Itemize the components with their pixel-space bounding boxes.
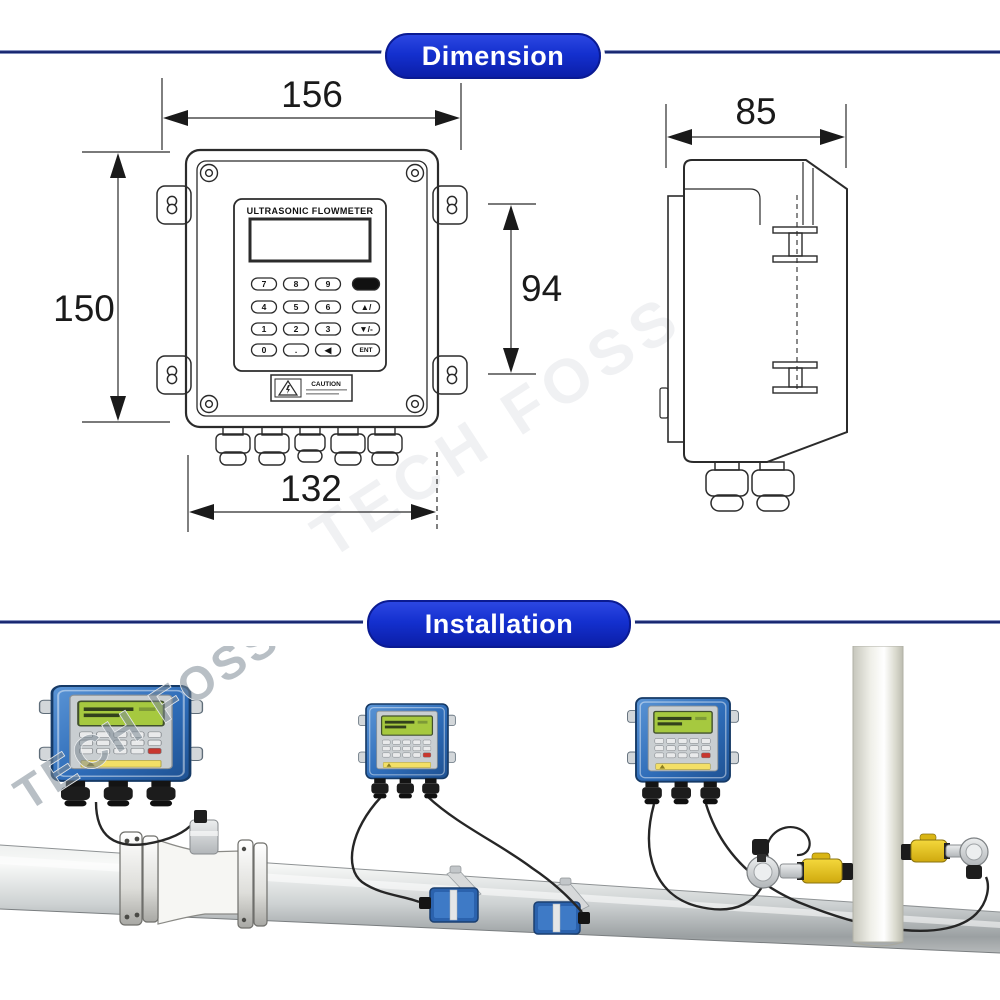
caution-text: CAUTION xyxy=(311,381,341,388)
svg-text:9: 9 xyxy=(326,279,331,289)
bottom-dim-label: 132 xyxy=(280,468,342,509)
corner-screws xyxy=(199,163,425,414)
flange xyxy=(119,831,143,926)
inline-flow-cell xyxy=(94,801,268,929)
clamp-on-transducer-2 xyxy=(533,877,590,935)
svg-text:2: 2 xyxy=(294,324,299,334)
key-dot: . xyxy=(282,343,310,357)
insertion-transducer-right xyxy=(901,833,989,879)
flange-bolts xyxy=(124,836,247,923)
front-cable-glands xyxy=(215,426,403,466)
key-1: 1 xyxy=(250,322,278,336)
transducer-cable-1 xyxy=(350,796,420,904)
installation-section-title: Installation xyxy=(424,608,574,639)
key-6: 6 xyxy=(314,300,342,314)
key-down-icon: ▼/- xyxy=(351,322,381,336)
key-5: 5 xyxy=(282,300,310,314)
key-4: 4 xyxy=(250,300,278,314)
svg-text:ENT: ENT xyxy=(360,347,373,354)
section-header-dimension: Dimension xyxy=(385,33,601,79)
sensor-cable xyxy=(94,801,195,846)
svg-text:0: 0 xyxy=(262,345,267,355)
side-cable-glands xyxy=(705,461,795,512)
key-backspace-icon: ◀ xyxy=(314,343,342,357)
ball-valve xyxy=(910,839,948,863)
ball-valve xyxy=(801,858,843,884)
svg-text:1: 1 xyxy=(262,324,267,334)
svg-text:6: 6 xyxy=(326,302,331,312)
svg-text:7: 7 xyxy=(262,279,267,289)
svg-text:◀: ◀ xyxy=(324,345,333,355)
key-7: 7 xyxy=(250,277,278,291)
front-view: ULTRASONIC FLOWMETER 7 8 9 4 5 6 ▲/ 1 2 … xyxy=(53,74,562,532)
key-menu-icon xyxy=(351,277,381,291)
clamp-on-transducer-1 xyxy=(419,865,482,923)
svg-text:▲/: ▲/ xyxy=(361,302,372,312)
side-view: 85 xyxy=(659,91,848,512)
front-panel xyxy=(233,198,387,372)
dimension-drawing: TECH FOSS xyxy=(53,74,848,572)
svg-text:3: 3 xyxy=(326,324,331,334)
svg-text:4: 4 xyxy=(262,302,267,312)
key-8: 8 xyxy=(282,277,310,291)
key-3: 3 xyxy=(314,322,342,336)
section-header-installation: Installation xyxy=(367,600,631,648)
key-up-icon: ▲/ xyxy=(351,300,381,314)
flange xyxy=(237,839,254,929)
svg-text:8: 8 xyxy=(294,279,299,289)
vertical-pipe xyxy=(852,646,904,947)
span-dim-label: 94 xyxy=(521,268,562,309)
key-2: 2 xyxy=(282,322,310,336)
cable-cap xyxy=(752,839,769,855)
dimension-section-title: Dimension xyxy=(421,40,565,71)
side-body-outline xyxy=(683,159,848,463)
transducer-cable-2 xyxy=(427,796,583,913)
svg-text:▼/-: ▼/- xyxy=(359,324,373,334)
dimension-depth-85: 85 xyxy=(665,91,847,168)
lcd-display xyxy=(248,217,372,263)
cable-cap xyxy=(966,865,982,879)
key-0: 0 xyxy=(250,343,278,357)
keypad: 7 8 9 4 5 6 ▲/ 1 2 3 ▼/- 0 . ◀ ENT xyxy=(250,277,381,357)
dimension-height-150: 150 xyxy=(53,151,170,423)
insertion-transducer-left xyxy=(746,839,853,889)
mounting-tabs xyxy=(156,185,468,395)
cover-seams xyxy=(684,162,814,225)
depth-dim-label: 85 xyxy=(735,91,776,132)
caution-label: CAUTION xyxy=(270,374,353,402)
installation-illustration: TECH FOSS xyxy=(0,646,1000,954)
svg-text:5: 5 xyxy=(294,302,299,312)
svg-text:.: . xyxy=(295,345,297,355)
dimension-span-94: 94 xyxy=(488,203,562,375)
flowmeter-right xyxy=(626,697,740,806)
device-title: ULTRASONIC FLOWMETER xyxy=(247,206,374,216)
dimension-width-156: 156 xyxy=(161,74,462,150)
flowmeter-middle xyxy=(357,703,457,800)
width-dim-label: 156 xyxy=(281,74,343,115)
height-dim-label: 150 xyxy=(53,288,115,329)
pipe-clamp-brackets xyxy=(772,195,818,394)
enclosure-lid-seam xyxy=(196,160,428,417)
key-9: 9 xyxy=(314,277,342,291)
transducer-cap xyxy=(194,810,207,823)
dimension-bottom-132: 132 xyxy=(187,452,438,532)
warning-triangle-icon xyxy=(277,379,299,396)
inline-transducer xyxy=(189,819,219,855)
key-enter: ENT xyxy=(351,343,381,357)
